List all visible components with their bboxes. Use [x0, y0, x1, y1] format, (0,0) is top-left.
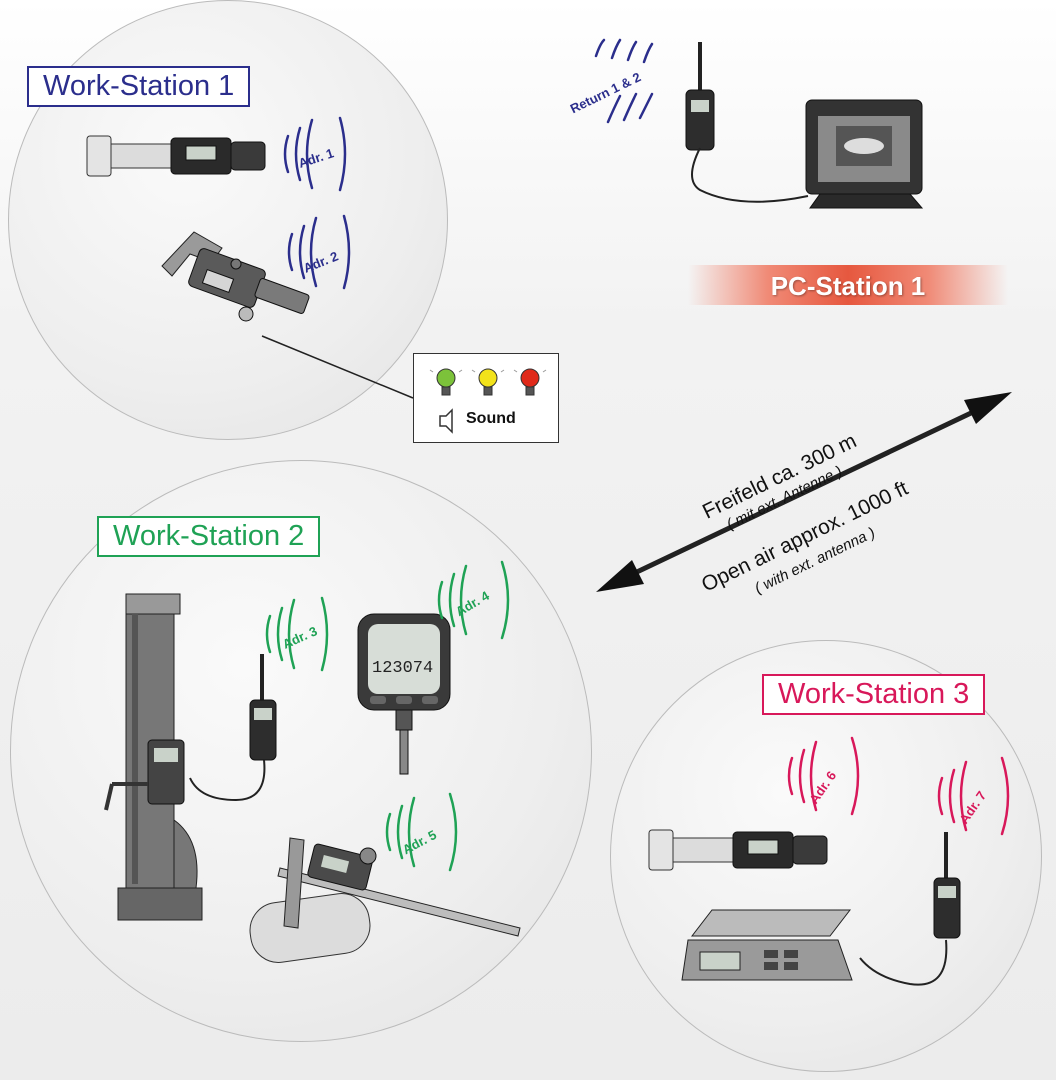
- adr-1-signal-icon: Adr. 1: [283, 116, 347, 192]
- bore-gauge-icon: [648, 829, 828, 871]
- adr-4-signal-icon: Adr. 4: [437, 560, 510, 640]
- caliper-icon: [249, 837, 521, 963]
- transmitter-icon: [933, 832, 961, 939]
- monitor-icon: [805, 99, 924, 209]
- workstation-3-label: Work-Station 3: [762, 674, 986, 715]
- workstation-1-label: Work-Station 1: [27, 66, 251, 107]
- gauge-display-value: 123074: [372, 659, 433, 678]
- signal-box: Sound: [413, 353, 559, 443]
- pc-station-label: PC-Station 1: [688, 265, 1008, 305]
- micrometer-icon: [161, 231, 310, 322]
- sound-label: Sound: [466, 410, 516, 427]
- adr-6-signal-icon: Adr. 6: [787, 736, 860, 816]
- adr-7-signal-icon: Adr. 7: [937, 756, 1010, 836]
- scale-icon: [681, 909, 853, 981]
- workstation-2-label: Work-Station 2: [97, 516, 321, 557]
- height-gauge-icon: [104, 593, 203, 921]
- return-signal-icon: Return 1 & 2: [568, 38, 654, 124]
- adr-5-signal-icon: Adr. 5: [385, 792, 458, 872]
- adr-2-signal-icon: Adr. 2: [287, 214, 351, 290]
- speaker-icon: [439, 408, 453, 434]
- bore-gauge-icon: [86, 135, 266, 177]
- adr-3-signal-icon: Adr. 3: [265, 596, 329, 672]
- lamp-icon: [429, 368, 547, 396]
- transmitter-icon: [249, 654, 277, 761]
- dial-indicator-icon: 123074: [357, 613, 451, 775]
